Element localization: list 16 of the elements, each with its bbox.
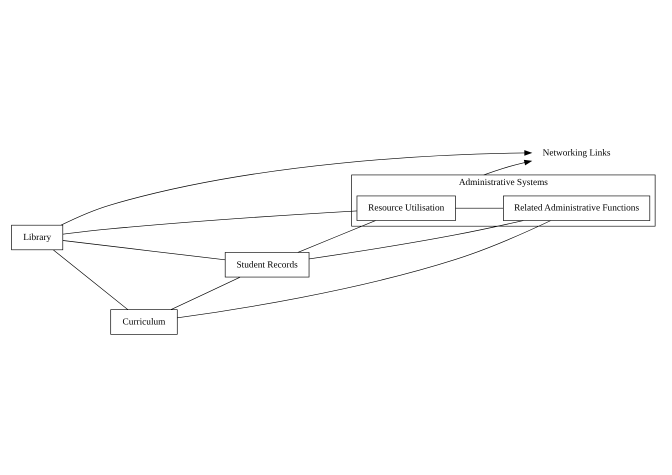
connector: [53, 250, 128, 310]
arrow: [483, 160, 532, 176]
arrow: [60, 150, 532, 226]
connector: [455, 208, 504, 209]
node-box: Curriculum: [110, 309, 178, 335]
connector: [62, 210, 358, 235]
node-text: Networking Links: [542, 148, 611, 158]
connector: [62, 240, 226, 260]
node-box: Library: [11, 224, 64, 250]
node-box: Resource Utilisation: [356, 196, 456, 221]
node-box: Student Records: [224, 252, 310, 278]
connector: [177, 220, 551, 318]
connector: [298, 220, 376, 253]
node-box: Related Administrative Functions: [503, 196, 650, 221]
connector: [170, 276, 240, 310]
connector: [308, 220, 524, 260]
